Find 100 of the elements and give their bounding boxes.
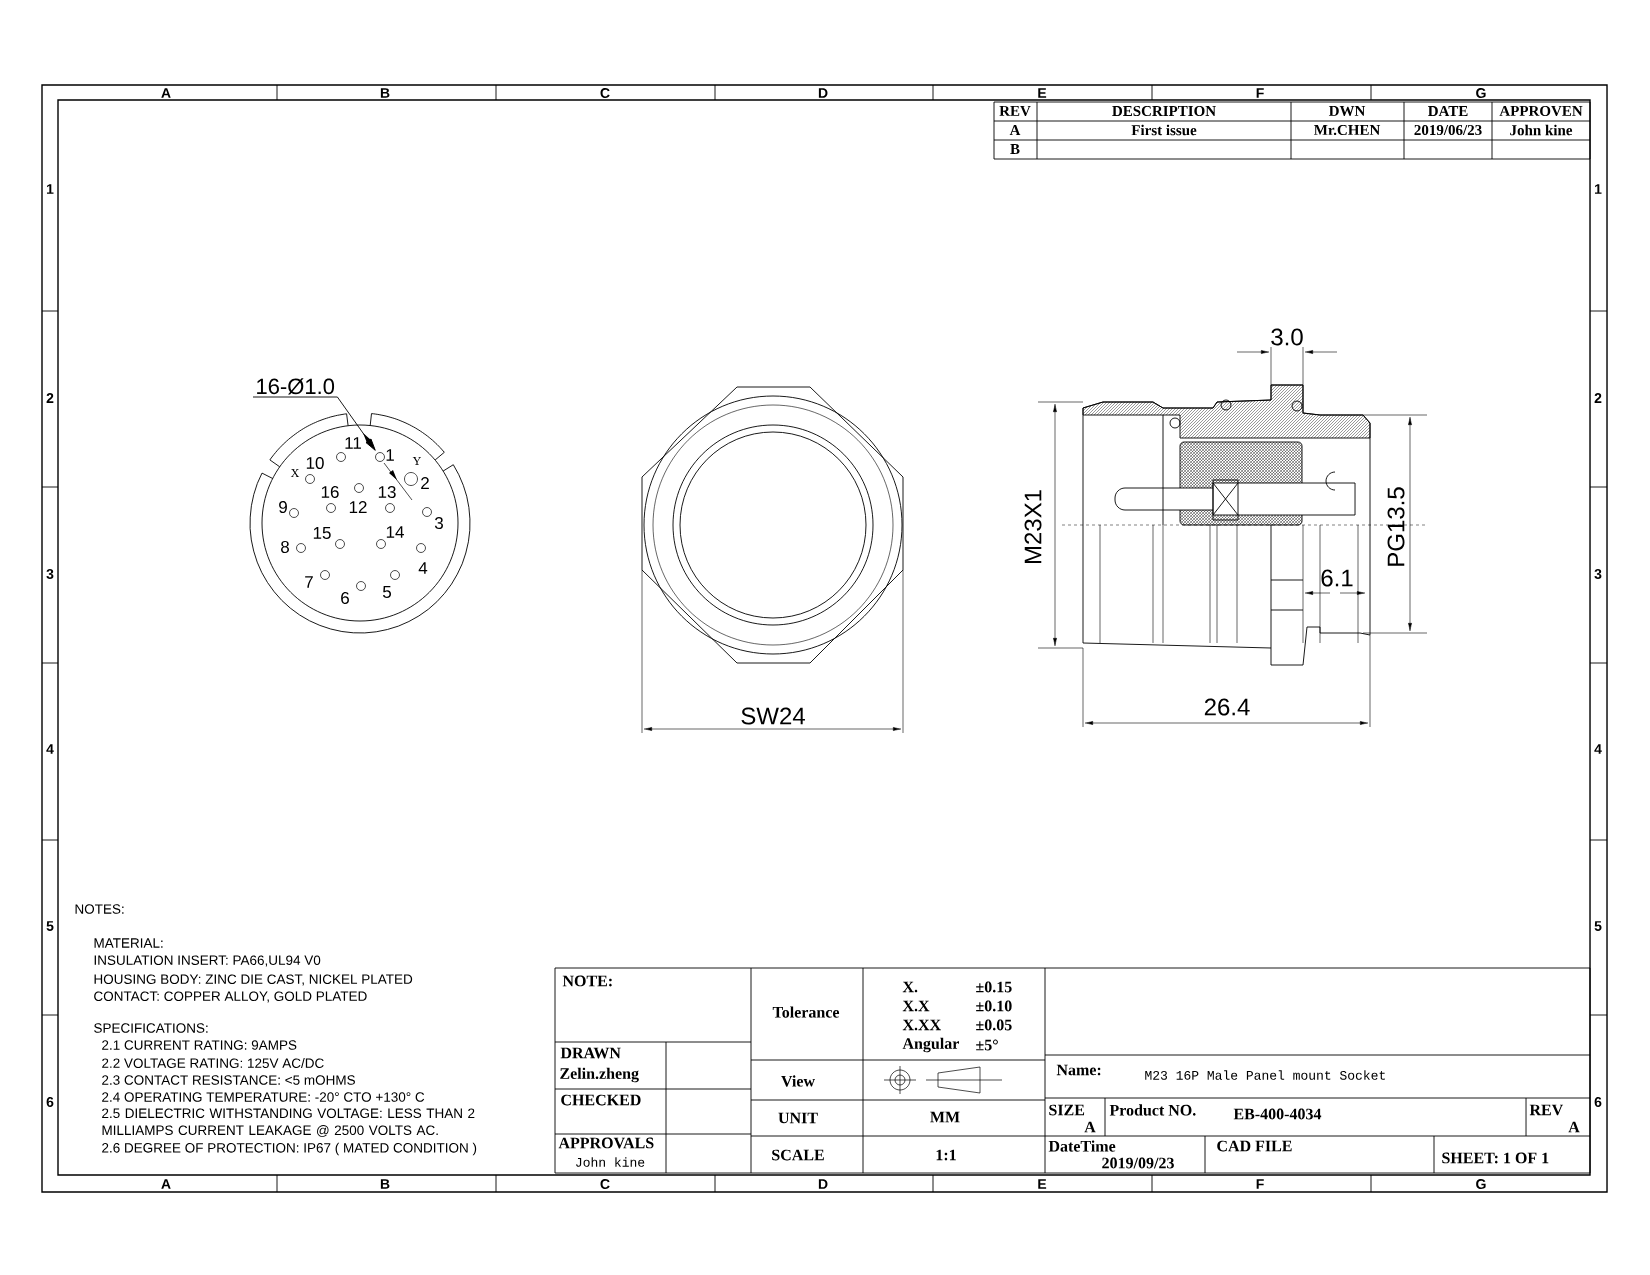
- pin-number: Y: [412, 457, 422, 465]
- grid-reference: 5: [1594, 921, 1602, 931]
- title-block-text: DateTime: [1048, 1140, 1116, 1152]
- grid-reference: E: [1038, 1179, 1047, 1189]
- table-cell-text: First issue: [1131, 124, 1197, 136]
- grid-reference: G: [1476, 1179, 1486, 1189]
- title-block-text: SHEET: 1 OF 1: [1442, 1152, 1549, 1164]
- table-cell-text: DATE: [1428, 106, 1468, 116]
- pin-number: 10: [306, 457, 324, 470]
- title-block-text: Product NO.: [1109, 1104, 1196, 1116]
- pin-number: 8: [281, 541, 289, 554]
- note-text: MATERIAL:: [94, 938, 163, 948]
- title-block-text: ±0.15: [976, 981, 1012, 993]
- pin-number: 3: [434, 517, 443, 530]
- title-block-text: SIZE: [1049, 1104, 1085, 1116]
- grid-reference: 1: [1595, 184, 1602, 194]
- grid-reference: 6: [1594, 1097, 1602, 1107]
- pin-number: 9: [279, 501, 287, 514]
- pin-hole: [375, 452, 385, 462]
- table-cell-text: APPROVEN: [1499, 105, 1583, 117]
- title-block-text: John kine: [576, 1157, 645, 1167]
- title-block-text: UNIT: [778, 1112, 818, 1124]
- pin-number: 13: [378, 486, 396, 499]
- title-block-text: APPROVALS: [558, 1137, 654, 1149]
- dimension-text: 26.4: [1204, 698, 1250, 716]
- table-cell-text: A: [1009, 125, 1021, 135]
- title-block-text: NOTE:: [562, 975, 612, 987]
- note-text: NOTES:: [75, 904, 124, 914]
- grid-reference: 5: [46, 921, 54, 931]
- title-block-text: 1:1: [936, 1149, 956, 1161]
- pin-number: 12: [349, 501, 367, 513]
- grid-reference: C: [600, 1179, 610, 1189]
- note-text: 2.5 DIELECTRIC WITHSTANDING VOLTAGE: LESS THAN 2 MILLIAMPS CURRENT LEAKAGE @ 2500 VOLTS AC.: [102, 1108, 475, 1137]
- title-block-text: ±0.05: [976, 1019, 1012, 1031]
- note-text: SPECIFICATIONS:: [94, 1023, 208, 1033]
- grid-reference: G: [1476, 88, 1486, 98]
- note-text: INSULATION INSERT: PA66,UL94 V0: [94, 955, 321, 967]
- leader-text: 16-Ø1.0: [257, 378, 335, 395]
- grid-reference: 2: [46, 393, 54, 403]
- title-block-text: Name:: [1056, 1064, 1101, 1076]
- note-text: 2.1 CURRENT RATING: 9AMPS: [102, 1040, 297, 1050]
- grid-reference: D: [818, 88, 828, 98]
- title-block-text: ±5°: [976, 1039, 998, 1051]
- grid-reference: 4: [46, 744, 54, 754]
- pin-number: 2: [421, 477, 429, 489]
- leader-line: [252, 396, 376, 451]
- title-block-text: ±0.10: [976, 1000, 1012, 1012]
- dimension-text: SW24: [741, 707, 805, 725]
- dimension-text: M23X1: [1024, 490, 1042, 564]
- grid-reference: B: [380, 1179, 390, 1189]
- title-block-text: View: [781, 1075, 815, 1087]
- pin-number: X: [290, 469, 300, 477]
- pin-number: 15: [313, 527, 331, 539]
- title-block-text: Zelin.zheng: [560, 1067, 639, 1083]
- title-block-text: A: [1084, 1121, 1096, 1133]
- title-block-text: M23 16P Male Panel mount Socket: [1145, 1070, 1385, 1080]
- table-cell-text: John kine: [1510, 124, 1573, 136]
- title-block-text: CAD FILE: [1217, 1140, 1292, 1152]
- dimension-text: 6.1: [1321, 569, 1353, 587]
- grid-reference: 1: [47, 184, 54, 194]
- table-cell-text: B: [1010, 144, 1020, 154]
- pin-number: 16: [321, 486, 339, 499]
- grid-reference: B: [380, 88, 390, 98]
- note-text: CONTACT: COPPER ALLOY, GOLD PLATED: [94, 991, 367, 1003]
- grid-reference: F: [1256, 1179, 1264, 1189]
- grid-reference: 2: [1594, 393, 1602, 403]
- grid-reference: 3: [46, 569, 54, 579]
- title-block-text: Tolerance: [772, 1006, 840, 1018]
- grid-reference: A: [161, 1179, 171, 1189]
- grid-reference: C: [600, 88, 610, 98]
- dimension-text: PG13.5: [1387, 487, 1405, 566]
- note-text: 2.3 CONTACT RESISTANCE: <5 mOHMS: [102, 1075, 355, 1085]
- table-cell-text: DWN: [1328, 106, 1366, 116]
- title-block-text: EB-400-4034: [1233, 1108, 1322, 1120]
- pin-number: 5: [382, 586, 391, 598]
- grid-reference: F: [1256, 88, 1264, 98]
- note-text: 2.6 DEGREE OF PROTECTION: IP67 ( MATED CONDITION ): [102, 1142, 477, 1156]
- pin-number: 4: [418, 562, 428, 574]
- grid-reference: 4: [1594, 744, 1602, 754]
- pin-number: 14: [386, 526, 404, 538]
- grid-reference: E: [1038, 88, 1047, 98]
- title-block-text: REV: [1529, 1104, 1564, 1116]
- title-block-text: 2019/09/23: [1102, 1157, 1174, 1169]
- title-block-text: MM: [930, 1111, 960, 1123]
- title-block-text: DRAWN: [560, 1047, 621, 1059]
- table-cell-text: Mr.CHEN: [1314, 124, 1381, 136]
- table-cell-text: DESCRIPTION: [1112, 105, 1216, 117]
- note-text: HOUSING BODY: ZINC DIE CAST, NICKEL PLATED: [94, 974, 413, 986]
- title-block-text: Angular: [902, 1037, 959, 1053]
- grid-reference: 6: [46, 1097, 54, 1107]
- title-block-text: SCALE: [772, 1149, 824, 1161]
- title-block-text: A: [1568, 1121, 1580, 1133]
- note-text: 2.4 OPERATING TEMPERATURE: -20° CTO +130° C: [102, 1092, 425, 1102]
- table-cell-text: REV: [999, 106, 1031, 116]
- table-cell-text: 2019/06/23: [1414, 124, 1482, 136]
- pin-number: 11: [345, 437, 361, 449]
- pin-number: 6: [341, 592, 349, 605]
- grid-reference: D: [818, 1179, 828, 1189]
- note-text: 2.2 VOLTAGE RATING: 125V AC/DC: [102, 1058, 324, 1068]
- title-block-text: X.: [902, 981, 918, 993]
